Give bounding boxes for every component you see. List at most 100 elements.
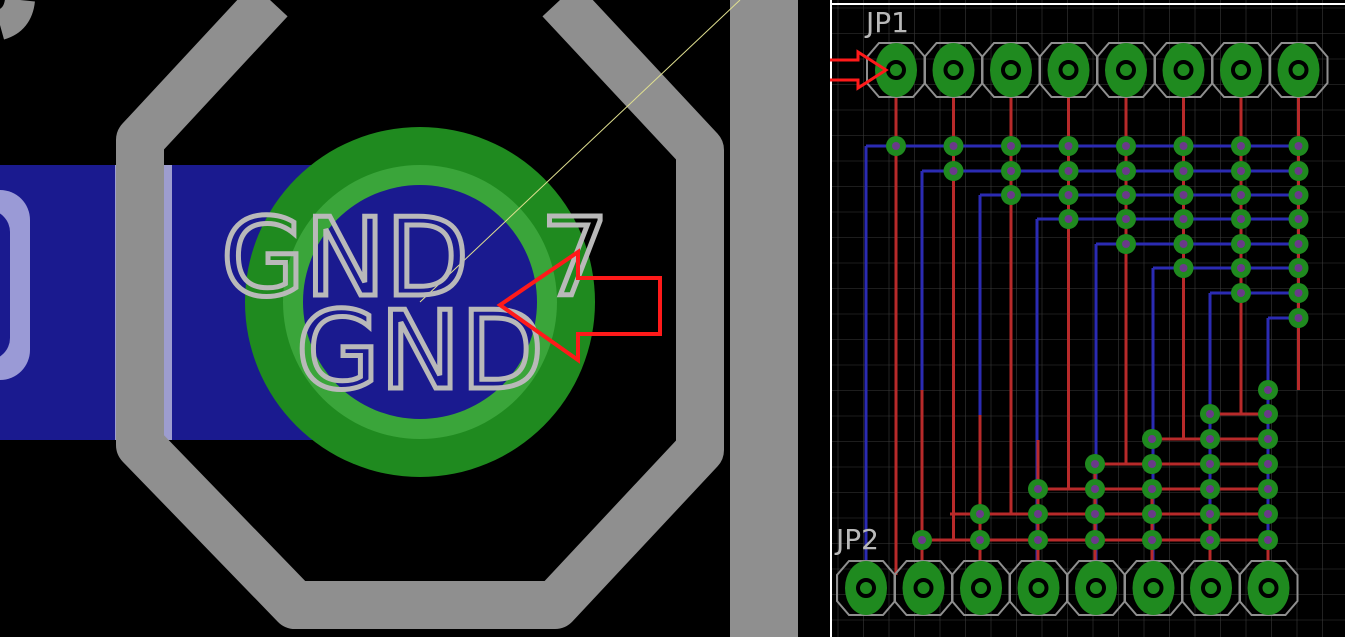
via-drill — [1264, 435, 1272, 443]
via-drill — [1179, 215, 1188, 223]
via-drill — [1294, 215, 1303, 223]
connector-outline — [923, 42, 984, 98]
via-drill — [1294, 264, 1303, 272]
connector-outline — [1211, 42, 1271, 98]
pad-name-label-1: GND — [221, 196, 469, 321]
jp2-pad — [1190, 561, 1232, 615]
via-drill — [1122, 167, 1130, 175]
jp2-pad — [1075, 561, 1117, 615]
via-drill — [1206, 485, 1214, 493]
via-drill — [1237, 240, 1245, 248]
connector-outline — [866, 42, 926, 98]
pad-drill — [1201, 578, 1221, 598]
connector-jp1-label: JP1 — [864, 6, 909, 39]
vias — [886, 136, 1309, 550]
jp2-pad — [1132, 561, 1175, 615]
via-drill — [1064, 191, 1073, 199]
jp1-pad — [932, 43, 975, 97]
via-drill — [949, 142, 958, 150]
jp1-pad — [1277, 43, 1320, 97]
connector-outline — [1181, 560, 1241, 616]
via-drill — [1122, 142, 1130, 150]
pad-drill — [1058, 60, 1079, 80]
via-drill — [1206, 460, 1214, 468]
jp1-pad — [1105, 43, 1147, 97]
silkscreen-vertical-bar — [730, 0, 798, 637]
jp2-pad — [1247, 561, 1290, 615]
via-drill — [1091, 460, 1099, 468]
via-drill — [1294, 240, 1303, 248]
jp2-pad — [845, 561, 887, 615]
pad-drill — [1173, 60, 1194, 80]
pad-drill — [1086, 578, 1106, 598]
via-drill — [1148, 435, 1156, 443]
connector-outline — [1096, 42, 1156, 98]
pad-drill — [943, 60, 964, 80]
jp1-pad — [1162, 43, 1205, 97]
via-drill — [1206, 536, 1214, 544]
pad-drill — [1288, 60, 1309, 80]
jp1-pad — [1047, 43, 1090, 97]
via-drill — [1148, 536, 1156, 544]
via-drill — [1148, 510, 1156, 518]
via-drill — [1206, 410, 1214, 418]
via-drill — [1179, 240, 1188, 248]
connector-outline — [1038, 42, 1099, 98]
via-drill — [1064, 142, 1073, 150]
via-drill — [1091, 485, 1099, 493]
via-drill — [892, 142, 900, 150]
silkscreen-left-edge — [0, 0, 35, 40]
via-drill — [1148, 485, 1156, 493]
pin-number-label: 7 — [541, 196, 610, 321]
zoomed-pad-view: GND GND 7 — [0, 0, 798, 637]
via-drill — [1237, 167, 1245, 175]
via-drill — [1294, 142, 1303, 150]
via-drill — [1064, 167, 1073, 175]
via-drill — [1237, 264, 1245, 272]
via-drill — [1007, 142, 1015, 150]
pin1-marker-arrow-icon — [830, 49, 889, 91]
via-drill — [1264, 460, 1272, 468]
jp2-pad — [960, 561, 1002, 615]
jp1-pad — [875, 43, 917, 97]
via-drill — [1179, 167, 1188, 175]
jp2-pad — [902, 561, 945, 615]
via-drill — [1294, 289, 1303, 297]
jp2-pad — [1017, 561, 1060, 615]
connector-outline — [1066, 560, 1126, 616]
via-drill — [1122, 191, 1130, 199]
via-drill — [1237, 142, 1245, 150]
pad-drill — [1143, 578, 1164, 598]
via-drill — [1179, 191, 1188, 199]
via-drill — [918, 536, 926, 544]
connector-outline — [1153, 42, 1214, 98]
via-drill — [976, 510, 984, 518]
connector-outline — [1238, 560, 1299, 616]
via-drill — [1237, 191, 1245, 199]
via-drill — [1264, 485, 1272, 493]
pad-drill — [1001, 60, 1021, 80]
via-drill — [1064, 215, 1073, 223]
connector-outline — [836, 560, 896, 616]
jp1-pad — [1220, 43, 1262, 97]
connector-jp2-label: JP2 — [834, 523, 879, 556]
connector-outline — [893, 560, 954, 616]
pad-drill — [1028, 578, 1049, 598]
via-drill — [1294, 167, 1303, 175]
pad-drill — [1231, 60, 1251, 80]
via-drill — [1179, 264, 1188, 272]
via-drill — [1264, 410, 1272, 418]
via-drill — [1091, 510, 1099, 518]
pad-marker-arrow-icon — [496, 248, 662, 364]
pad-drill — [1258, 578, 1279, 598]
via-drill — [1007, 167, 1015, 175]
connector-jp1 — [866, 42, 1329, 98]
board-overview: JP1 JP2 — [830, 0, 1345, 637]
connector-outline — [1008, 560, 1069, 616]
via-drill — [1237, 289, 1245, 297]
via-drill — [1264, 536, 1272, 544]
pad-drill — [971, 578, 991, 598]
via-drill — [1122, 215, 1130, 223]
airwire — [419, 0, 741, 303]
connector-jp2 — [836, 560, 1299, 616]
